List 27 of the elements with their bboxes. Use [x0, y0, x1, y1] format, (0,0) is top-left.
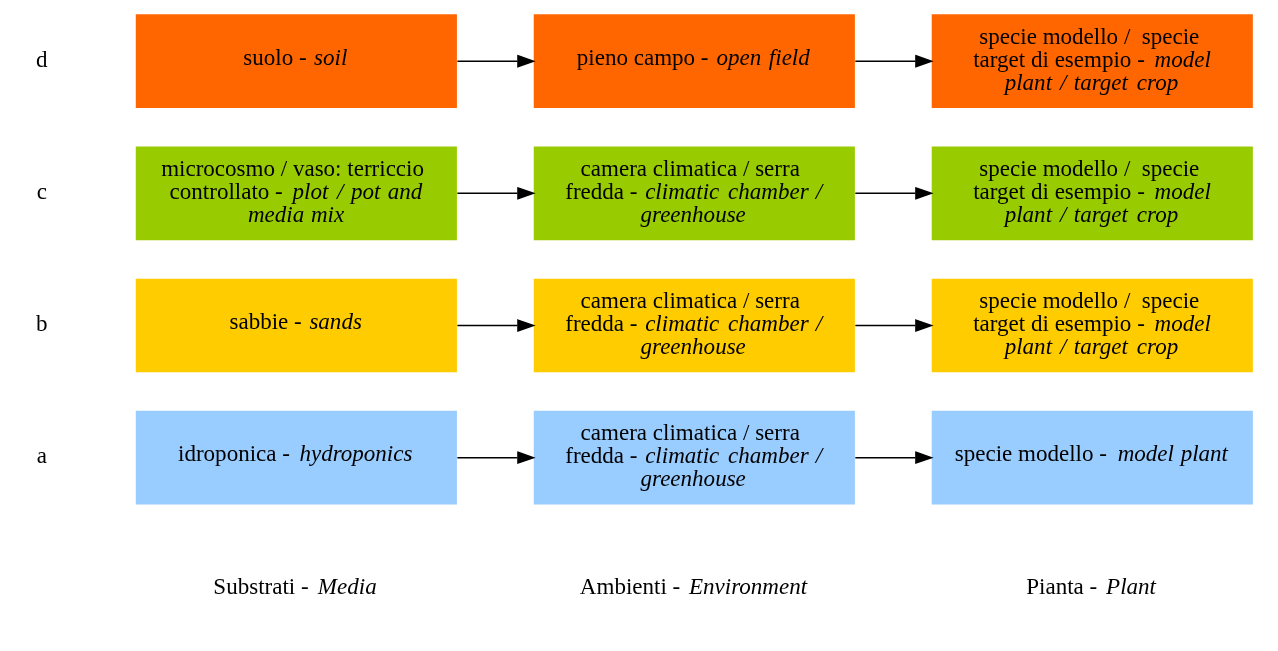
arrow: [854, 451, 934, 465]
arrow: [854, 54, 934, 68]
label: d: [35, 45, 48, 72]
node-box: microcosmo / vaso: terriccio controllato - plot / pot and media mix: [135, 146, 457, 241]
label: Pianta - Plant: [1026, 572, 1157, 599]
node-box: suolo - soil: [135, 14, 457, 109]
label: Ambienti - Environment: [579, 572, 808, 599]
arrow: [456, 451, 536, 465]
arrow: [854, 186, 934, 200]
node-box: specie modello / specie target di esempio - model plant / target crop: [931, 14, 1253, 109]
label: b: [35, 309, 48, 336]
node-box: sabbie - sands: [135, 278, 457, 373]
label: a: [36, 442, 47, 469]
node-box: specie modello - model plant: [931, 410, 1253, 505]
node-box: idroponica - hydroponics: [135, 410, 457, 505]
node-box: camera climatica / serra fredda - climatic chamber / greenhouse: [533, 410, 855, 505]
label: c: [36, 177, 47, 204]
node-box: pieno campo - open field: [533, 14, 855, 109]
label: Substrati - Media: [213, 572, 377, 599]
node-box: camera climatica / serra fredda - climatic chamber / greenhouse: [533, 146, 855, 241]
arrow: [854, 319, 934, 332]
node-box: specie modello / specie target di esempio - model plant / target crop: [931, 146, 1253, 241]
arrow: [456, 319, 536, 332]
node-box: specie modello / specie target di esempio - model plant / target crop: [931, 278, 1253, 373]
node-box: camera climatica / serra fredda - climatic chamber / greenhouse: [533, 278, 855, 373]
arrow: [456, 54, 536, 68]
arrow: [456, 186, 536, 200]
